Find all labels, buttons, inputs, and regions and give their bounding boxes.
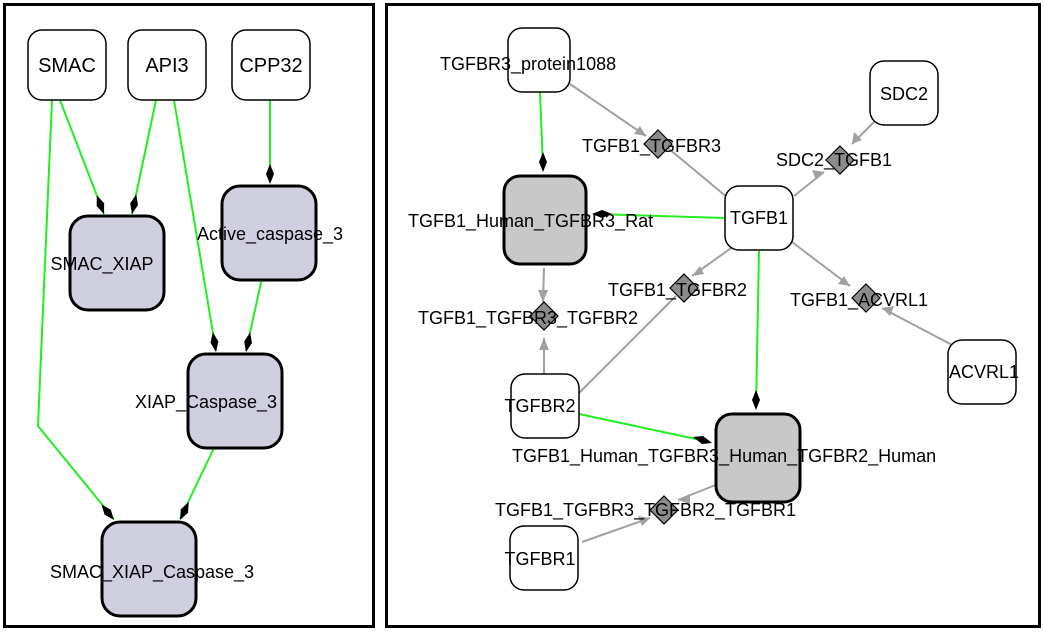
arrowhead-triangle: [634, 126, 646, 136]
arrowhead-diamond: [752, 390, 760, 410]
arrowhead-diamond: [244, 332, 252, 352]
arrowhead-diamond: [693, 436, 712, 444]
reaction-sdc2-tgfb1-label: SDC2_TGFB1: [776, 150, 892, 171]
arrowhead-triangle: [538, 290, 548, 302]
node-tgfb1-human-tgfbr3-rat-label: TGFB1_Human_TGFBR3_Rat: [408, 211, 653, 232]
arrowhead-diamond: [130, 194, 138, 214]
edge-tgfbr1-to-reaction: [581, 517, 651, 543]
right-arrowheads: [538, 126, 894, 526]
arrowhead-diamond: [266, 164, 274, 184]
reaction-tgfb1-tgfbr2[interactable]: [669, 273, 699, 303]
reaction-tgfb1-acvrl1[interactable]: [851, 283, 881, 313]
edge-tgfb1-to-reaction-acvrl1: [791, 241, 851, 287]
node-tgfbr3-protein1088[interactable]: [507, 27, 571, 93]
reaction-tgfb1-tgfbr3-tgfbr2[interactable]: [529, 301, 559, 331]
node-sdc2-label: SDC2: [880, 84, 928, 104]
edge-smac-smac-xiap-caspase: [36, 99, 115, 520]
edge-tgfb1-to-reaction-tgfbr3: [667, 147, 729, 199]
node-api3-label: API3: [145, 55, 188, 77]
arrowhead-triangle: [852, 132, 862, 144]
arrowhead-triangle: [882, 306, 894, 316]
reaction-tgfb1-tgfbr3-label: TGFB1_TGFBR3: [582, 136, 721, 157]
node-tgfb1[interactable]: TGFB1: [724, 185, 794, 251]
node-tgfbr1[interactable]: TGFBR1: [504, 525, 579, 591]
reaction-tgfb1-acvrl1-label: TGFB1_ACVRL1: [790, 290, 928, 311]
edge-tgfbr2-to-human-complex: [578, 413, 711, 443]
reaction-tgfb1-tgfbr3-tgfbr2-tgfbr1[interactable]: [649, 495, 679, 525]
reaction-tgfb1-tgfbr3-tgfbr2-label: TGFB1_TGFBR3_TGFBR2: [418, 308, 638, 329]
arrowhead-diamond: [101, 504, 114, 520]
node-smac[interactable]: SMAC: [27, 29, 107, 101]
arrowhead-diamond: [180, 502, 189, 520]
node-smac-xiap[interactable]: SMAC_XIAP: [50, 214, 166, 312]
node-active-caspase-3-label: Active_caspase_3: [197, 224, 343, 245]
node-tgfbr3-protein1088-label: TGFBR3_protein1088: [440, 54, 616, 75]
arrowhead-diamond: [539, 152, 547, 172]
node-smac-xiap-caspase-3-label: SMAC_XIAP_Caspase_3: [50, 562, 254, 583]
node-tgfbr2-label: TGFBR2: [504, 396, 575, 416]
node-xiap-caspase-3-label: XIAP_Caspase_3: [135, 392, 277, 413]
left-network-diagram: SMAC API3 CPP32 SMAC_XIAP Active_caspase…: [27, 29, 343, 618]
node-smac-label: SMAC: [38, 55, 96, 77]
node-smac-xiap-label: SMAC_XIAP: [50, 254, 153, 275]
edge-tgfb1-to-rat-complex: [593, 213, 726, 219]
left-network-panel: SMAC API3 CPP32 SMAC_XIAP Active_caspase…: [3, 3, 375, 628]
reaction-tgfb1-tgfbr2-label: TGFB1_TGFBR2: [608, 280, 747, 301]
edge-tgfb1-to-human-complex: [755, 250, 760, 409]
node-smac-xiap-caspase-3[interactable]: SMAC_XIAP_Caspase_3: [50, 520, 254, 618]
right-network-panel: SDC2 TGFB1 TGFBR2 ACVRL1 TGFBR1: [385, 3, 1041, 628]
arrowhead-triangle: [638, 516, 650, 526]
edge-smac-smac-xiap: [59, 99, 105, 215]
arrowhead-diamond: [96, 195, 105, 214]
node-acvrl1-label: ACVRL1: [949, 362, 1019, 382]
edge-acvrl1-to-reaction: [881, 307, 955, 347]
node-tgfb1-human-tgfbr3-human-tgfbr2-human-label: TGFB1_Human_TGFBR3_Human_TGFBR2_Human: [512, 446, 936, 467]
reaction-tgfb1-tgfbr3[interactable]: [643, 129, 673, 159]
edge-tgfbr2-to-reaction-tgfbr2: [575, 295, 677, 397]
arrowhead-triangle: [539, 338, 549, 350]
arrowhead-triangle: [838, 276, 850, 286]
arrowhead-triangle: [812, 170, 824, 180]
edge-api3-xiap-caspase: [173, 99, 217, 352]
node-acvrl1[interactable]: ACVRL1: [947, 339, 1019, 405]
arrowhead-diamond: [210, 332, 219, 352]
node-sdc2[interactable]: SDC2: [869, 60, 939, 126]
left-edges: [36, 99, 271, 520]
arrowhead-diamond: [592, 210, 612, 218]
right-network-diagram: SDC2 TGFB1 TGFBR2 ACVRL1 TGFBR1: [408, 27, 1019, 591]
node-tgfbr1-label: TGFBR1: [504, 549, 575, 569]
edge-tgfbr3-protein-to-reaction: [569, 83, 647, 137]
node-xiap-caspase-3[interactable]: XIAP_Caspase_3: [135, 352, 284, 450]
node-tgfb1-human-tgfbr3-rat[interactable]: [502, 174, 588, 266]
arrowhead-triangle: [692, 266, 704, 276]
right-labels: TGFBR3_protein1088 TGFB1_Human_TGFBR3_Ra…: [408, 54, 936, 521]
node-api3[interactable]: API3: [127, 29, 207, 101]
arrowhead-triangle: [678, 494, 690, 504]
reaction-sdc2-tgfb1[interactable]: [825, 145, 855, 175]
node-active-caspase-3[interactable]: Active_caspase_3: [197, 184, 343, 282]
node-cpp32[interactable]: CPP32: [231, 29, 311, 101]
node-tgfbr2[interactable]: TGFBR2: [504, 373, 580, 439]
reaction-tgfb1-tgfbr3-tgfbr2-tgfbr1-label: TGFB1_TGFBR3_TGFBR2_TGFBR1: [495, 500, 796, 521]
node-tgfb1-label: TGFB1: [730, 208, 788, 228]
node-cpp32-label: CPP32: [239, 55, 302, 77]
left-arrowheads: [96, 164, 274, 520]
node-tgfb1-human-tgfbr3-human-tgfbr2-human[interactable]: [714, 412, 802, 504]
